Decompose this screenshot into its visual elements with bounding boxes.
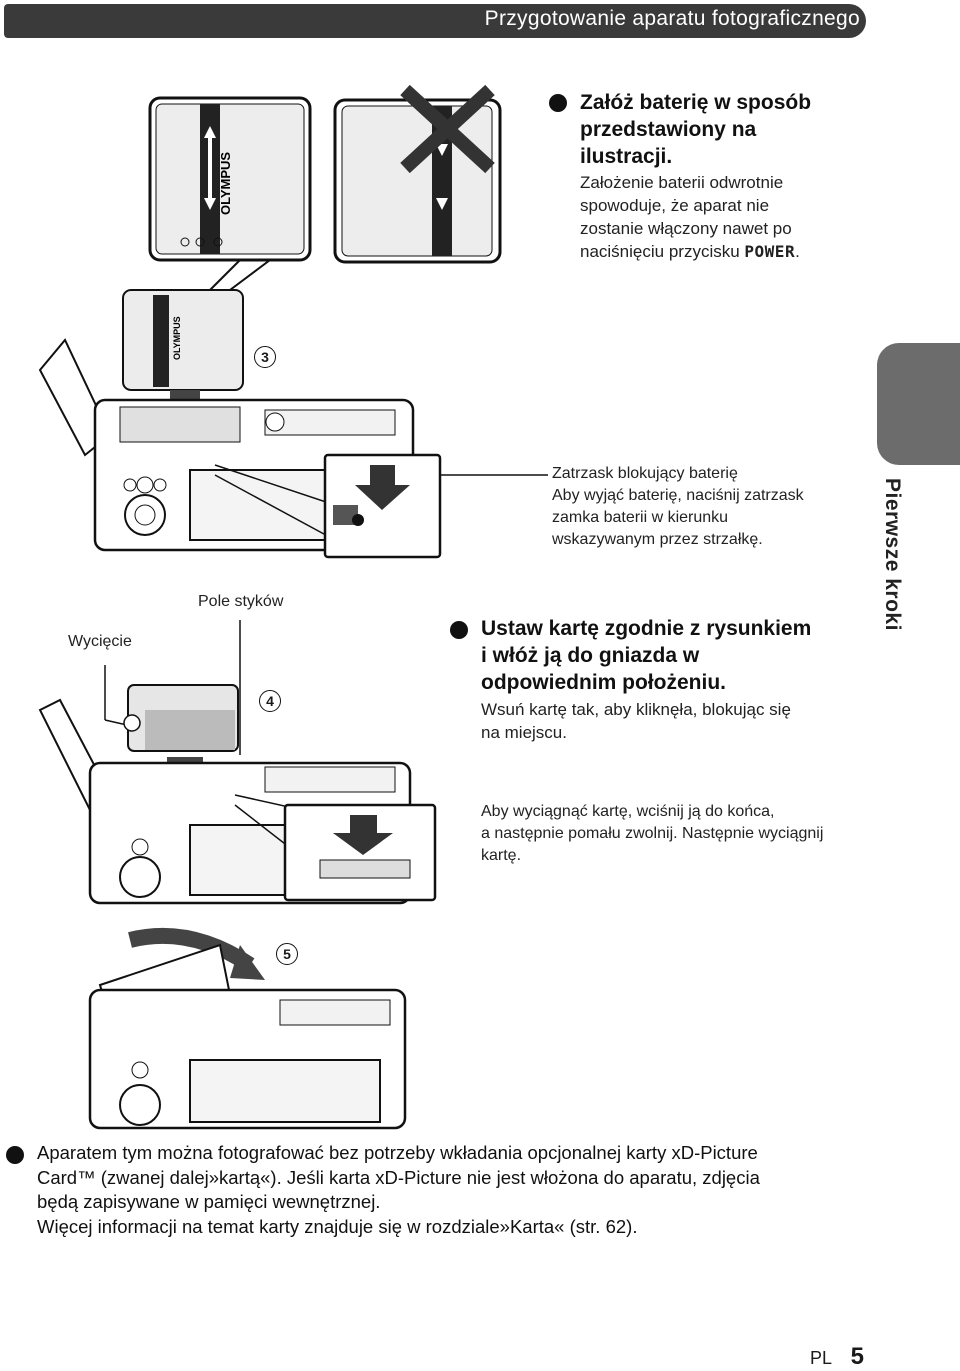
footnote-line: będą zapisywane w pamięci wewnętrznej. <box>37 1191 381 1212</box>
battery-body-line: zostanie włączony nawet po <box>580 219 792 238</box>
latch-note-line: zamka baterii w kierunku <box>552 509 729 526</box>
battery-brand-label: OLYMPUS <box>218 152 233 215</box>
contacts-label: Pole styków <box>198 593 284 610</box>
footnote-line: Card™ (zwanej dalej»kartą«). Jeśli karta… <box>37 1166 760 1188</box>
card-heading-line: i włóż ją do gniazda w <box>481 644 700 667</box>
step-5-marker: 5 <box>276 943 298 965</box>
footnote: Aparatem tym można fotografować bez potr… <box>37 1141 760 1239</box>
battery-body-line: naciśnięciu przycisku POWER. <box>580 240 800 263</box>
latch-note: Zatrzask blokujący baterię Aby wyjąć bat… <box>552 463 804 551</box>
battery-body-line: Założenie baterii odwrotnie <box>580 173 784 192</box>
footnote-line: Więcej informacji na temat karty znajduj… <box>37 1215 638 1237</box>
latch-note-line: Aby wyjąć baterię, naciśnij zatrzask <box>552 487 804 504</box>
battery-brand-label-small: OLYMPUS <box>172 316 182 360</box>
notch-label: Wycięcie <box>68 633 132 650</box>
card-body: Wsuń kartę tak, aby kliknęła, blokując s… <box>481 698 791 744</box>
header-bar <box>4 4 866 38</box>
battery-heading-line: przedstawiony na <box>580 118 757 141</box>
battery-body-prefix: naciśnięciu przycisku <box>580 242 745 261</box>
step-4-marker: 4 <box>259 690 281 712</box>
step-3-marker: 3 <box>254 346 276 368</box>
battery-insertion-illustration: OLYMPUS <box>38 289 442 559</box>
battery-heading-line: ilustracji. <box>580 145 673 168</box>
battery-heading: Załóż baterię w sposób przedstawiony na … <box>580 89 811 170</box>
side-tab-label-box: Pierwsze kroki <box>880 478 910 668</box>
footnote-line: Aparatem tym można fotografować bez potr… <box>37 1142 758 1163</box>
remove-note-line: Aby wyciągnąć kartę, wciśnij ją do końca… <box>481 803 775 820</box>
bullet-icon <box>549 94 567 112</box>
footer-language: PL <box>809 1348 832 1368</box>
side-tab <box>877 343 960 465</box>
side-tab-label: Pierwsze kroki <box>881 478 904 631</box>
battery-body-line: spowoduje, że aparat nie <box>580 196 770 215</box>
remove-note-line: a następnie pomału zwolnij. Następnie wy… <box>481 825 824 842</box>
battery-body: Założenie baterii odwrotnie spowoduje, ż… <box>580 171 800 263</box>
card-heading-line: odpowiednim położeniu. <box>481 671 726 694</box>
card-heading: Ustaw kartę zgodnie z rysunkiem i włóż j… <box>481 615 811 696</box>
page-title: Przygotowanie aparatu fotograficznego <box>484 7 860 30</box>
battery-orientation-illustration: OLYMPUS <box>148 84 502 311</box>
card-body-line: na miejscu. <box>481 723 567 742</box>
close-lid-illustration <box>88 927 407 1130</box>
bullet-icon <box>450 621 468 639</box>
remove-note-line: kartę. <box>481 847 522 864</box>
power-button-label: POWER <box>744 242 796 261</box>
battery-heading-line: Załóż baterię w sposób <box>580 91 812 114</box>
battery-body-suffix: . <box>795 242 800 261</box>
card-heading-line: Ustaw kartę zgodnie z rysunkiem <box>481 617 812 640</box>
latch-note-line: wskazywanym przez strzałkę. <box>552 531 763 548</box>
latch-callout-line <box>440 474 548 476</box>
latch-note-line: Zatrzask blokujący baterię <box>552 465 738 482</box>
card-body-line: Wsuń kartę tak, aby kliknęła, blokując s… <box>481 700 791 719</box>
bullet-icon <box>6 1146 24 1164</box>
page-number: 5 <box>850 1343 864 1370</box>
card-insertion-illustration <box>38 620 437 905</box>
remove-card-note: Aby wyciągnąć kartę, wciśnij ją do końca… <box>481 801 823 867</box>
